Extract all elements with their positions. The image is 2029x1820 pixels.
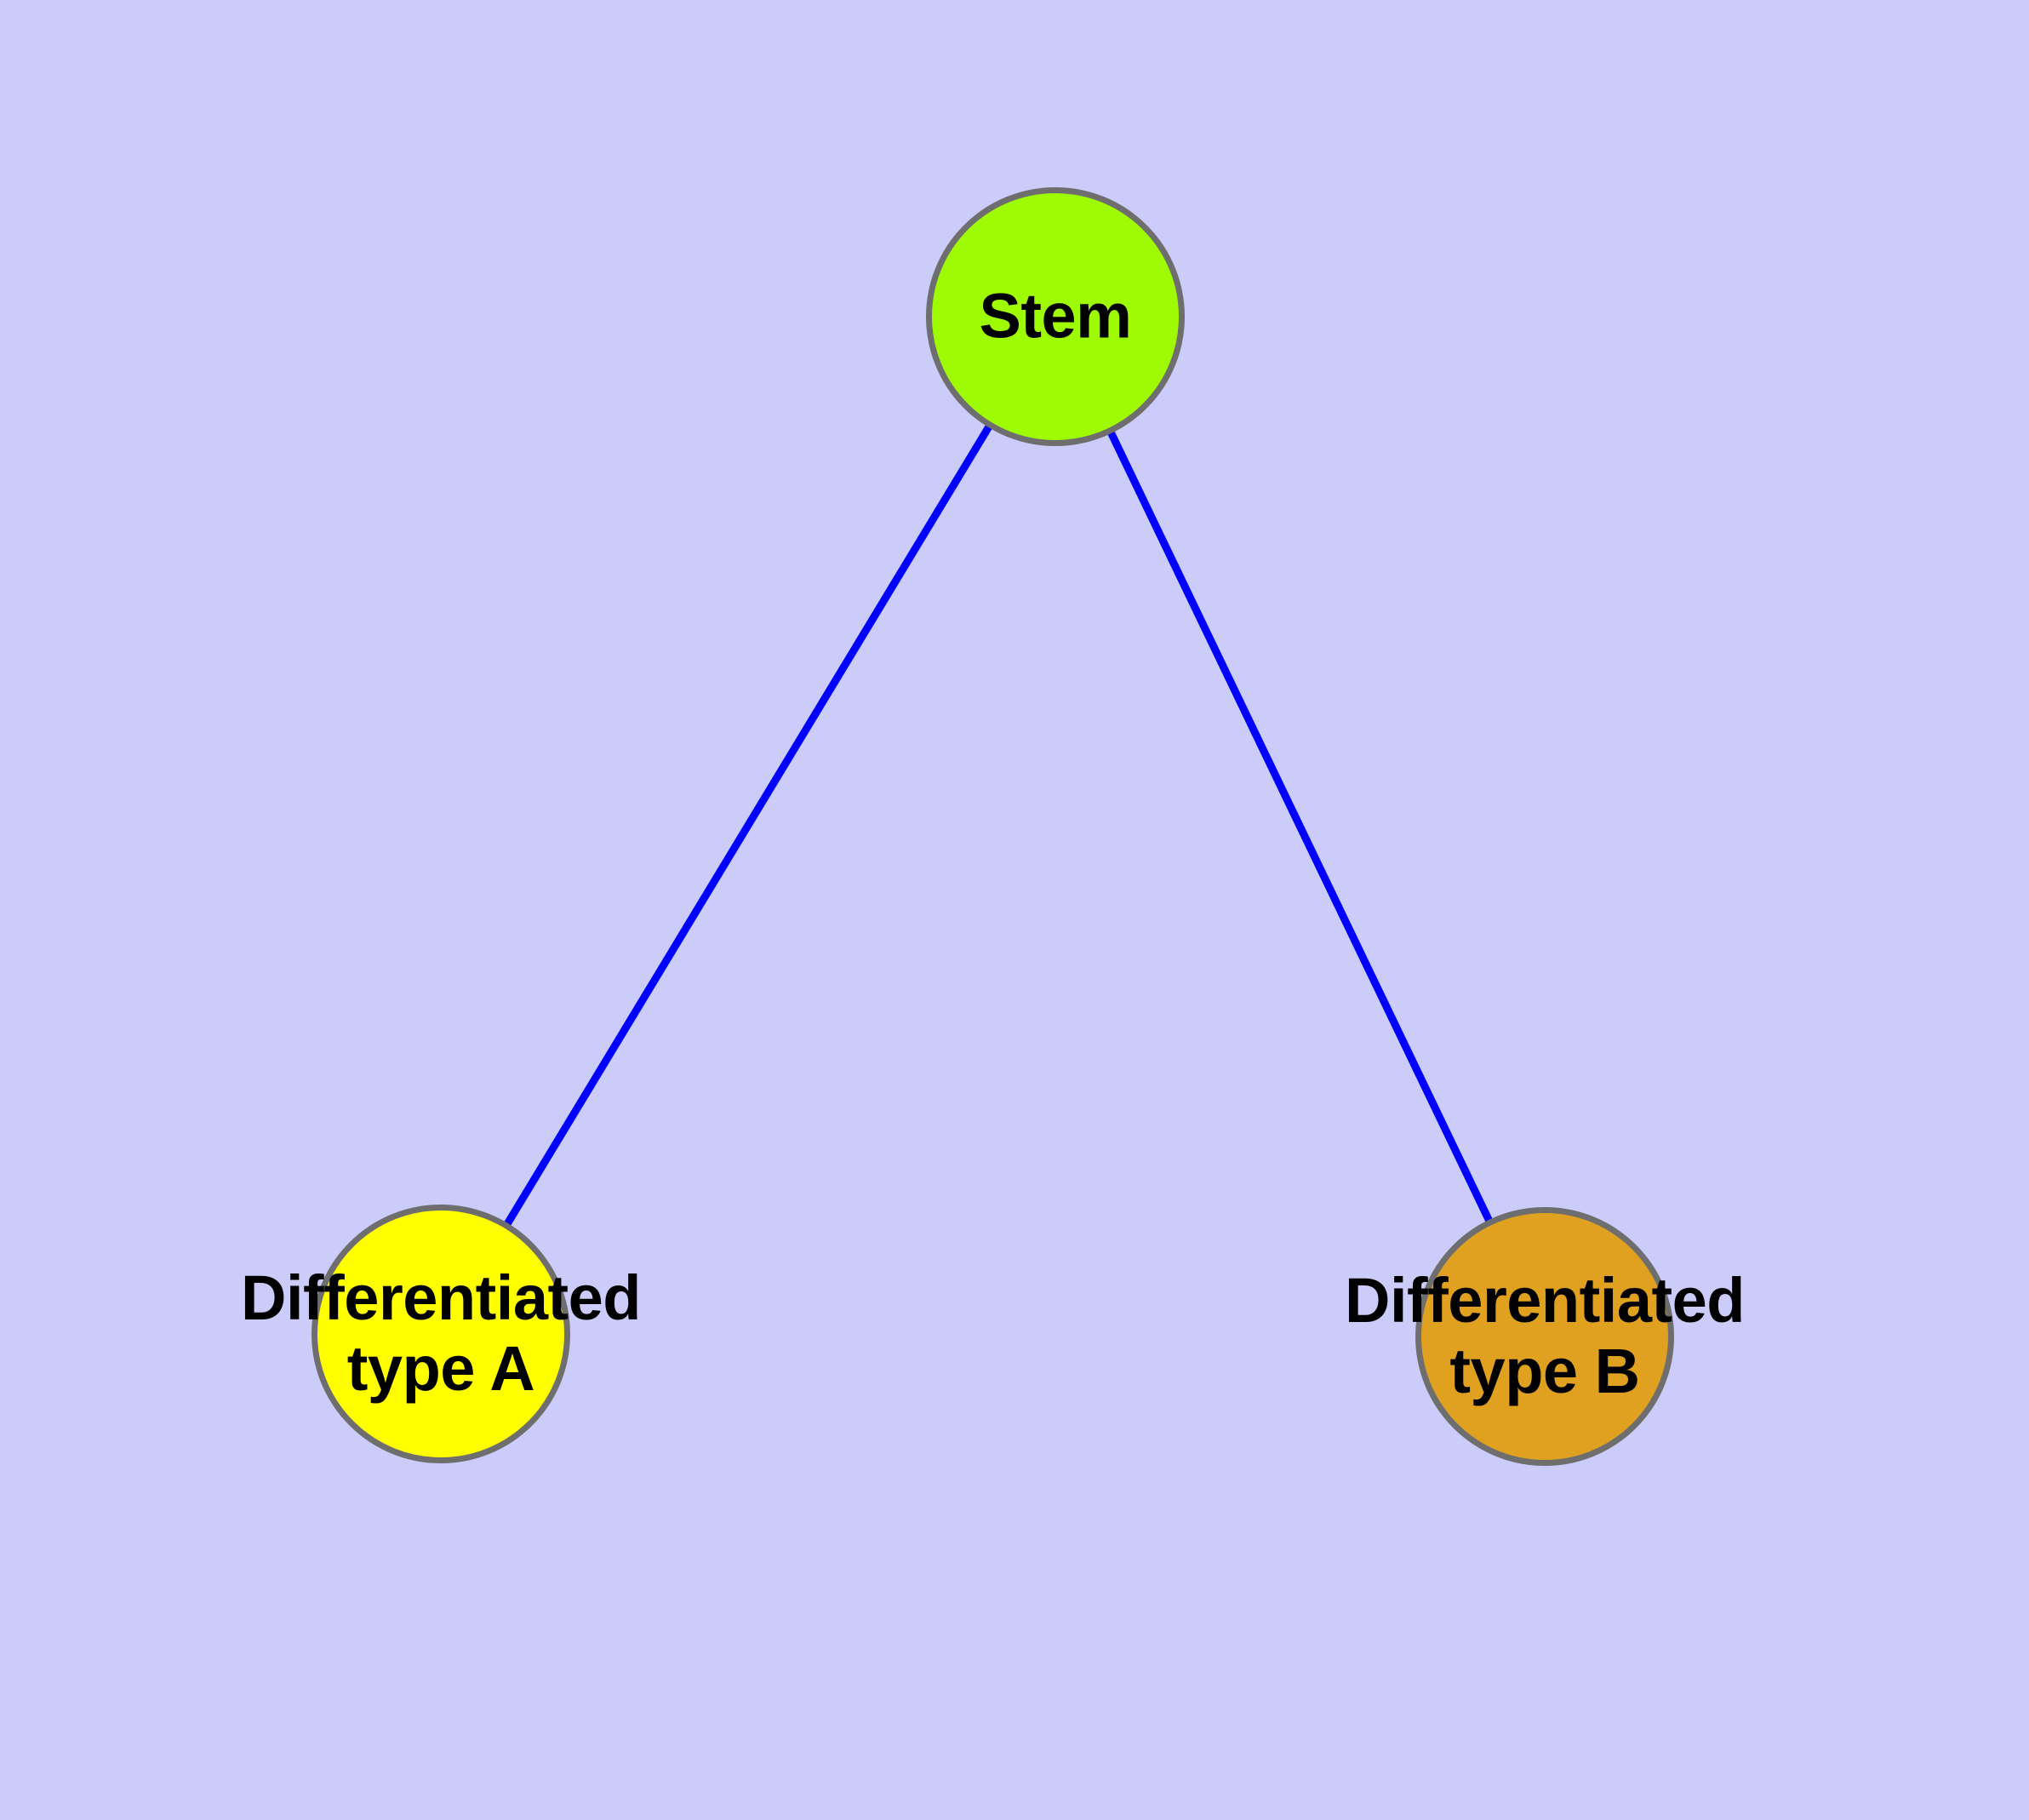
node-stem[interactable] [926, 187, 1185, 446]
node-differentiated-type-a[interactable] [311, 1205, 570, 1463]
node-differentiated-type-b[interactable] [1415, 1207, 1674, 1466]
edge-stem-to-differentiated-type-b[interactable] [1106, 428, 1495, 1225]
node-layer [311, 187, 1674, 1466]
edge-stem-to-differentiated-type-a[interactable] [502, 422, 994, 1228]
edge-layer [502, 422, 1495, 1228]
